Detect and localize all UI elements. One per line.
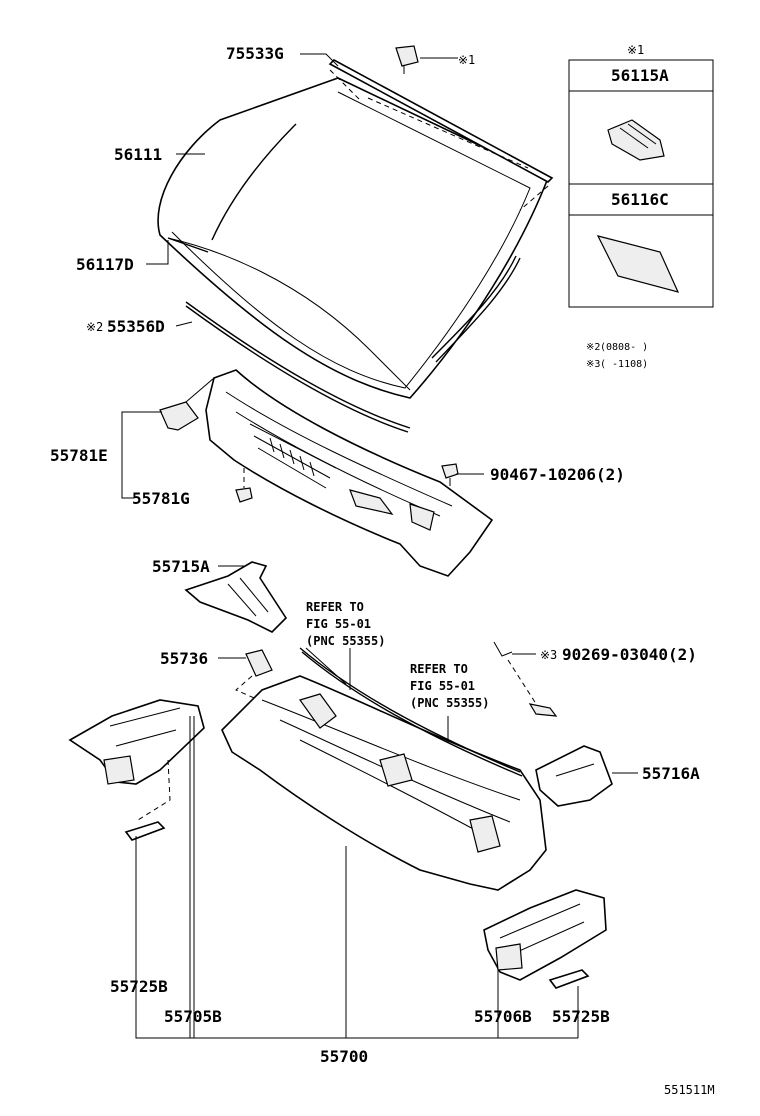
legend-part-56116C <box>596 235 680 293</box>
label-55736: 55736 <box>160 649 208 668</box>
label-90269-mark: ※3 <box>540 648 557 662</box>
plate-55725B-right <box>548 969 590 989</box>
side-extension-55716A <box>535 745 613 807</box>
refer-note-1-line1: REFER TO <box>306 600 364 614</box>
label-56111: 56111 <box>114 145 162 164</box>
cowl-panel-main <box>221 647 547 891</box>
refer-note-2-line3: (PNC 55355) <box>410 696 489 710</box>
note-text-3: ( -1108) <box>600 359 648 370</box>
label-55725B-right: 55725B <box>552 1007 610 1026</box>
figure-id: 551511M <box>664 1083 715 1097</box>
refer-note-2-line1: REFER TO <box>410 662 468 676</box>
screw-90269 <box>493 641 558 717</box>
label-56117D: 56117D <box>76 255 134 274</box>
label-90467: 90467-10206(2) <box>490 465 625 484</box>
weatherstrip <box>185 301 411 433</box>
cowl-top-panel <box>159 369 494 577</box>
label-55356D: 55356D <box>107 317 165 336</box>
cowl-clip <box>235 468 253 503</box>
label-55725B-left: 55725B <box>110 977 168 996</box>
seal-55736 <box>235 649 273 705</box>
legend-box-mark: ※1 <box>627 43 644 57</box>
refer-note-2-line2: FIG 55-01 <box>410 679 475 693</box>
label-55356D-mark: ※2 <box>86 320 103 334</box>
legend-box <box>568 59 714 308</box>
note-text-2: (0808- ) <box>600 342 648 353</box>
clip-part-top <box>395 45 419 74</box>
note-mark-3: ※3 <box>586 359 600 370</box>
label-55716A: 55716A <box>642 764 700 783</box>
side-moulding <box>167 123 521 363</box>
label-55781E: 55781E <box>50 446 108 465</box>
label-55705B: 55705B <box>164 1007 222 1026</box>
refer-note-2: REFER TO FIG 55-01 (PNC 55355) <box>410 662 489 710</box>
label-55715A: 55715A <box>152 557 210 576</box>
bracket-55705B <box>68 699 205 821</box>
plate-55725B-left <box>124 821 166 841</box>
refer-note-1: REFER TO FIG 55-01 (PNC 55355) <box>306 600 385 648</box>
label-55781G: 55781G <box>132 489 190 508</box>
label-90269: 90269-03040(2) <box>562 645 697 664</box>
windshield-glass <box>157 77 550 399</box>
legend-item-56115A: 56115A <box>611 66 669 85</box>
label-mark1-top: ※1 <box>458 53 475 67</box>
bracket-55715A <box>184 561 288 633</box>
note-mark-2: ※2 <box>586 342 600 353</box>
label-55700: 55700 <box>320 1047 368 1066</box>
legend-item-56116C: 56116C <box>611 190 669 209</box>
bracket-55706B <box>483 889 607 981</box>
label-55706B: 55706B <box>474 1007 532 1026</box>
refer-note-1-line3: (PNC 55355) <box>306 634 385 648</box>
label-75533G: 75533G <box>226 44 284 63</box>
leader-lines <box>121 53 638 1039</box>
refer-note-1-line2: FIG 55-01 <box>306 617 371 631</box>
clip-90467 <box>441 463 459 486</box>
